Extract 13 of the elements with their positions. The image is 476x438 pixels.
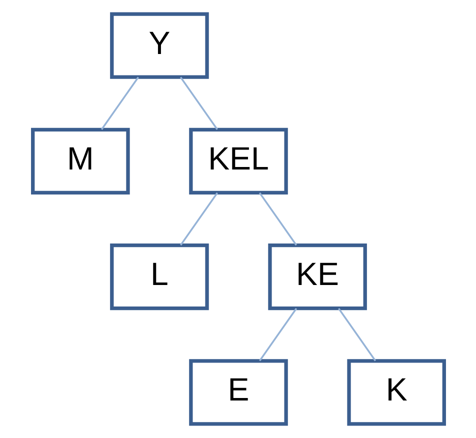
node-box: L (110, 244, 208, 310)
node-box: K (346, 359, 446, 426)
node-box: E (188, 359, 288, 426)
node-box: M (30, 128, 130, 194)
node-box: Y (110, 12, 208, 79)
connector (258, 308, 297, 362)
connector (100, 76, 138, 130)
connector (338, 308, 376, 362)
connector (179, 76, 218, 130)
node-box: KEL (188, 128, 288, 194)
connector (179, 192, 218, 246)
connector (258, 192, 297, 246)
node-box: KE (268, 244, 366, 310)
